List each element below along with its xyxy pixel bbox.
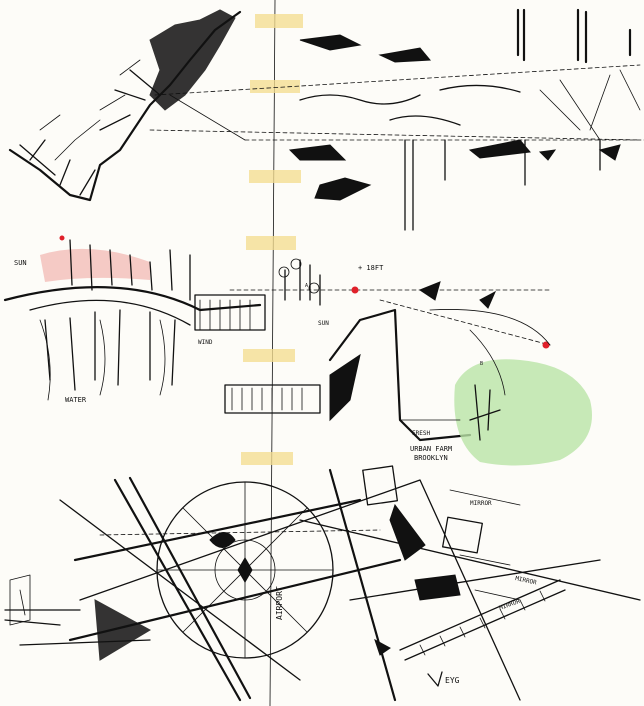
brooklyn-label: BROOKLYN xyxy=(414,454,448,462)
water-label: WATER xyxy=(65,396,87,404)
wind-label: WIND xyxy=(198,339,213,346)
mirror-label-2: MIRROR xyxy=(515,575,538,586)
mirror-label-3: MIRROR xyxy=(498,598,521,612)
urban-farm-label: URBAN FARM xyxy=(410,445,452,453)
pink-wash xyxy=(40,248,150,282)
masking-tape xyxy=(241,14,303,465)
green-wash xyxy=(454,359,592,466)
artist-signature: EYG xyxy=(445,676,460,685)
signature-mark xyxy=(427,671,443,687)
middle-sketch xyxy=(3,235,592,466)
marker-b: B xyxy=(480,361,483,367)
bottom-sketch xyxy=(4,465,641,702)
mirror-label-1: MIRROR xyxy=(470,500,492,507)
sun-label: SUN xyxy=(14,259,27,267)
fresh-label: FRESH xyxy=(412,430,430,437)
airport-label: AIRPORT xyxy=(275,586,284,620)
marker-a: A xyxy=(305,283,308,289)
height-label: + 18FT xyxy=(358,264,384,272)
top-sketch xyxy=(8,8,644,231)
sun-mid-label: SUN xyxy=(318,320,329,327)
